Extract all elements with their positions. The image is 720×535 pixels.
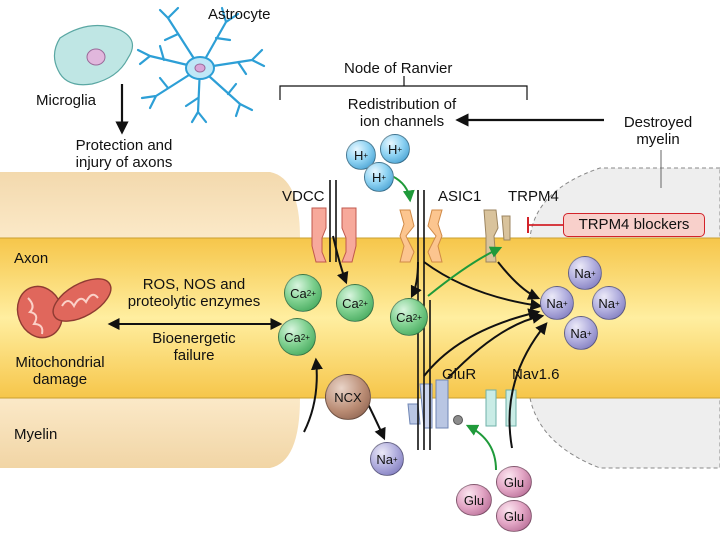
ion-charge: 2+ [306,288,316,298]
sodium-ion: Na+ [370,442,404,476]
ros-line-1: ROS, NOS and [142,276,246,293]
redistribution-label: Redistribution of ion channels [330,96,474,130]
ion-symbol: H [371,169,382,185]
glu-label: Glu [503,508,525,524]
destroyed-line-2: myelin [636,131,680,148]
ion-charge: + [614,298,620,308]
myelin-label: Myelin [14,426,58,443]
trpm4-label: TRPM4 [508,188,559,205]
astrocyte-cell [136,6,266,124]
ion-symbol: Na [598,295,615,311]
ion-symbol: Ca [396,309,413,325]
ion-symbol: H [387,141,398,157]
redistribution-line-2: ion channels [359,113,445,130]
ion-charge: + [590,268,596,278]
proton-ion: H+ [380,134,410,164]
glu-label: Glu [463,492,485,508]
mito-line-1: Mitochondrial [15,354,105,371]
ion-charge: + [392,454,398,464]
glutamate-molecule: Glu [496,500,532,532]
astrocyte-label: Astrocyte [208,6,271,23]
glutamate-molecule: Glu [496,466,532,498]
sodium-ion: Na+ [568,256,602,290]
ion-symbol: Na [570,325,587,341]
ion-charge: + [397,144,403,154]
microglia-label: Microglia [36,92,97,109]
destroyed-myelin-label: Destroyed myelin [606,114,710,148]
ion-charge: 2+ [300,332,310,342]
bioenergetic-label: Bioenergetic failure [136,330,252,364]
ion-symbol: Na [574,265,591,281]
bio-line-1: Bioenergetic [152,330,236,347]
protection-label: Protection and injury of axons [72,137,176,171]
ion-symbol: Ca [290,285,307,301]
destroyed-line-1: Destroyed [623,114,693,131]
ros-label: ROS, NOS and proteolytic enzymes [112,276,276,310]
asic1-label: ASIC1 [438,188,482,205]
ion-symbol: H [353,147,364,163]
mitochondria [16,278,112,339]
ion-symbol: Ca [284,329,301,345]
glur-label: GluR [442,366,477,383]
ion-charge: + [363,150,369,160]
glur-receptor [407,379,463,429]
sodium-ion: Na+ [564,316,598,350]
protection-line-1: Protection and [75,137,173,154]
ion-charge: 2+ [412,312,422,322]
myelin-sheath-bottom-left [0,398,300,468]
asic1-channel [399,209,443,263]
glutamate-molecule: Glu [456,484,492,516]
ros-line-2: proteolytic enzymes [127,293,261,310]
ncx-label: NCX [334,389,362,405]
myelin-sheath-top-left [0,172,300,238]
ion-symbol: Na [376,451,393,467]
sodium-ion: Na+ [592,286,626,320]
vdcc-channel [311,207,357,263]
sodium-ion: Na+ [540,286,574,320]
ion-charge: 2+ [358,298,368,308]
ion-symbol: Na [546,295,563,311]
redistribution-line-1: Redistribution of [347,96,457,113]
mitochondrial-damage-label: Mitochondrial damage [6,354,114,388]
ion-charge: + [562,298,568,308]
axon-label: Axon [14,250,49,267]
proton-ion: H+ [364,162,394,192]
microglia-cell [53,24,134,86]
ion-symbol: Ca [342,295,359,311]
vdcc-label: VDCC [282,188,325,205]
ion-charge: + [381,172,387,182]
nav16-label: Nav1.6 [512,366,560,383]
node-of-ranvier-label: Node of Ranvier [344,60,453,77]
glu-label: Glu [503,474,525,490]
ncx-exchanger: NCX [325,374,371,420]
mito-line-2: damage [32,371,88,388]
ion-charge: + [586,328,592,338]
protection-line-2: injury of axons [75,154,173,171]
bio-line-2: failure [173,347,215,364]
trpm4-blockers-box: TRPM4 blockers [563,213,705,237]
